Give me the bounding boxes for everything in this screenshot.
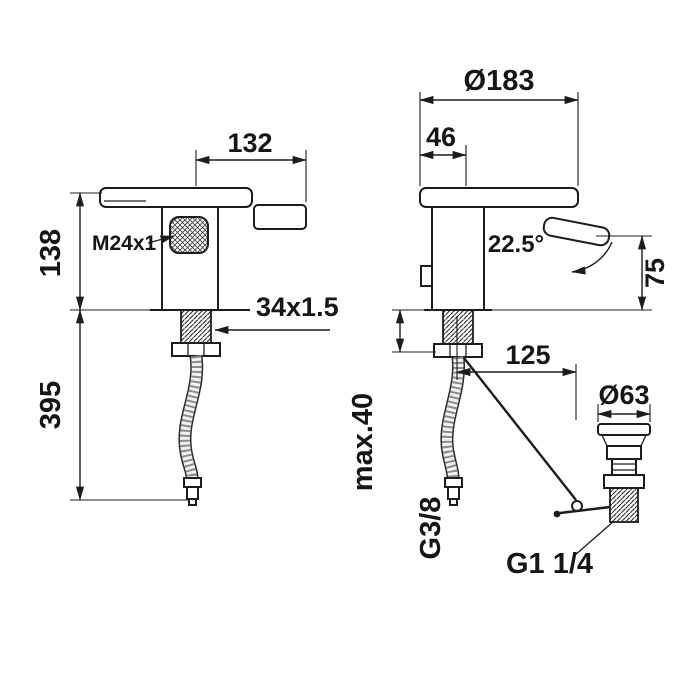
waste-thread-label: G1 1/4 [506,548,593,580]
handle-front [542,216,611,247]
side-view [99,187,307,506]
dim-height-above-deck-label: 138 [35,229,67,277]
dim-waste-flange-diameter-label: Ø63 [598,380,649,410]
waste-flange [597,423,651,436]
dim-drain-offset-label: 125 [505,340,550,370]
spout-plate-side [99,187,253,208]
supply-hose-side [178,355,204,479]
hose-fitting-front [444,477,463,506]
dim-spout-offset-label: 46 [426,122,456,152]
aerator-leader-line [147,235,175,244]
body-tab [420,265,433,287]
shank-side [180,309,212,344]
aerator-thread-label: M24x1 [92,232,157,255]
body-front [431,206,485,311]
dim-plate-diameter-label: Ø183 [464,65,535,97]
front-view-dimensions: Ø183 46 22.5° 75 125 max.40 Ø63 G3/8 G1 … [347,65,670,580]
aerator [169,216,209,254]
side-view-dimensions: 132 138 395 M24x1 34x1.5 [35,128,339,501]
drain-pull-rod [463,357,611,518]
waste-tailpiece [609,487,639,523]
shank-front [442,309,474,345]
shank-nut-front [433,343,483,358]
handle-swivel-arc [571,241,613,275]
supply-hose-front [440,356,466,479]
dim-hose-length-label: 395 [35,381,67,429]
spout-plate-front [419,187,579,208]
waste-thread-leader-line [573,520,615,557]
handle-angle-label: 22.5° [488,231,544,258]
front-view [419,187,651,523]
dim-max-deck-thickness-label: max.40 [347,393,379,491]
waste-assembly [597,423,651,523]
shank-thread-label: 34x1.5 [256,292,339,322]
dim-spout-projection-label: 132 [227,128,272,158]
handle-side [253,204,307,230]
hose-fitting-side [183,477,202,506]
dim-handle-height-label: 75 [640,258,670,288]
supply-hose-thread-label: G3/8 [415,497,447,560]
shank-nut-side [171,342,221,357]
